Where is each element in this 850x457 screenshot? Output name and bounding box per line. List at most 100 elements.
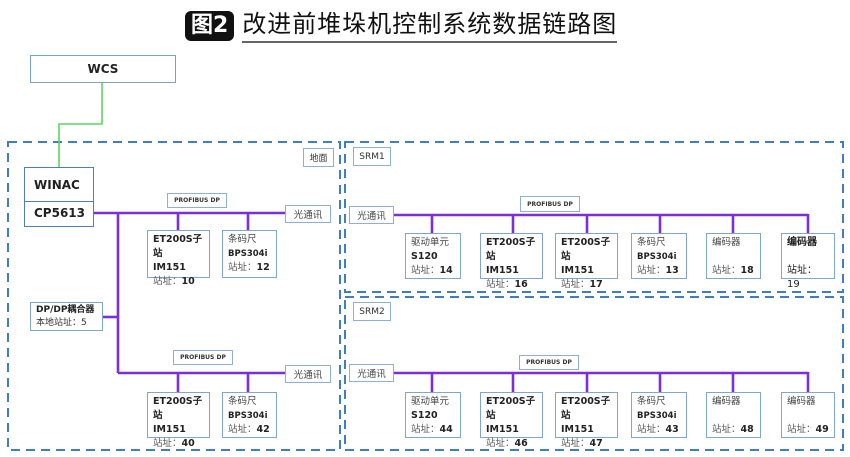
address-value: 10	[181, 276, 195, 287]
node-model: BPS304i	[637, 411, 677, 421]
node-model	[712, 409, 755, 423]
wcs-box: WCS	[30, 55, 176, 83]
fiber-label-text: 光通讯	[293, 370, 323, 381]
node-address: 站址：18	[712, 264, 755, 278]
node-address: 站址：17	[561, 278, 612, 292]
ground-area-label-text: 地面	[309, 154, 328, 164]
node-name: 驱动单元	[411, 396, 450, 407]
figure-number-badge: 图2	[185, 11, 235, 41]
fiber-label-text: 光通讯	[357, 369, 386, 380]
address-label: 站址：	[411, 265, 440, 276]
srm1-area-label-text: SRM1	[359, 151, 385, 162]
node-address: 站址：48	[712, 423, 755, 437]
node-address: 站址：43	[637, 423, 681, 437]
protocol-label-text: PROFIBUS DP	[527, 200, 573, 208]
address-label: 站址：	[486, 279, 515, 290]
node-name: 条码尺	[637, 396, 666, 407]
node-address: 站址：49	[787, 423, 829, 437]
address-value: 40	[181, 438, 195, 449]
address-value: 19	[787, 279, 800, 290]
srm2-node: 编码器 站址：48	[706, 392, 761, 438]
srm2-node: ET200S子站 IM151 站址：47	[555, 392, 618, 449]
address-value: 46	[514, 438, 528, 449]
node-address: 站址： 19	[787, 264, 829, 292]
address-label: 站址：	[228, 262, 257, 273]
address-value: 43	[665, 424, 679, 435]
address-value: 18	[740, 265, 754, 276]
srm1-node: 驱动单元 S120 站址：14	[405, 233, 461, 279]
node-name: 编码器	[787, 237, 817, 248]
node-model	[712, 250, 755, 264]
figure-title: 图2 改进前堆垛机控制系统数据链路图	[185, 8, 618, 44]
node-name: 条码尺	[228, 396, 257, 407]
address-value: 13	[665, 265, 679, 276]
ground-bus1-protocol-label: PROFIBUS DP	[167, 193, 227, 208]
srm2-node: ET200S子站 IM151 站址：46	[480, 392, 543, 449]
ground-bus1-node: ET200S子站 IM151 站址：10	[147, 230, 210, 287]
srm1-region-border	[344, 141, 844, 293]
srm2-fiber-box: 光通讯	[349, 364, 394, 382]
srm2-area-label: SRM2	[353, 302, 391, 321]
address-label: 站址：	[637, 424, 666, 435]
ground-bus1-fiber-box: 光通讯	[285, 205, 331, 223]
coupler-address: 本地站址：5	[36, 318, 87, 328]
address-value: 49	[815, 424, 829, 435]
winac-label: WINAC	[25, 168, 93, 202]
srm1-node: ET200S子站 IM151 站址：16	[480, 233, 543, 290]
srm1-area-label: SRM1	[353, 147, 391, 166]
protocol-label-text: PROFIBUS DP	[526, 359, 572, 366]
node-model: IM151	[153, 424, 186, 435]
dp-dp-coupler-box: DP/DP耦合器 本地站址：5	[30, 302, 103, 331]
address-label: 站址：	[486, 438, 515, 449]
ethernet-link	[58, 82, 103, 168]
node-name: 驱动单元	[411, 237, 450, 248]
ground-bus1-node: 条码尺 BPS304i 站址：12	[222, 230, 277, 278]
node-name: ET200S子站	[153, 396, 203, 421]
srm2-protocol-label: PROFIBUS DP	[519, 355, 579, 370]
figure-title-text: 改进前堆垛机控制系统数据链路图	[242, 9, 618, 43]
address-value: 17	[589, 279, 603, 290]
fiber-label-text: 光通讯	[293, 210, 323, 221]
node-address: 站址：46	[486, 437, 537, 451]
address-label: 站址：	[561, 438, 590, 449]
ground-area-label: 地面	[303, 148, 334, 167]
node-name: 编码器	[712, 396, 741, 407]
srm1-protocol-label: PROFIBUS DP	[520, 196, 580, 212]
node-model: S120	[411, 251, 438, 262]
srm2-region-border	[344, 296, 844, 451]
node-model: IM151	[561, 424, 594, 435]
srm2-area-label-text: SRM2	[359, 306, 385, 317]
ground-bus2-fiber-box: 光通讯	[285, 365, 331, 383]
address-value: 12	[256, 262, 270, 273]
address-value: 16	[514, 279, 528, 290]
node-name: 编码器	[787, 396, 816, 407]
node-name: ET200S子站	[153, 234, 203, 259]
node-model: BPS304i	[228, 249, 268, 259]
srm1-node: 编码器 站址：18	[706, 233, 761, 279]
winac-cp5613-box: WINAC CP5613	[24, 167, 94, 227]
ground-region-border	[7, 141, 341, 451]
node-model: IM151	[561, 265, 594, 276]
address-label: 站址：	[787, 265, 817, 276]
node-model: BPS304i	[637, 252, 677, 262]
address-label: 站址：	[153, 276, 182, 287]
node-address: 站址：47	[561, 437, 612, 451]
address-label: 站址：	[153, 438, 182, 449]
srm1-node: 条码尺 BPS304i 站址：13	[631, 233, 687, 279]
node-name: 条码尺	[228, 234, 257, 245]
node-model	[787, 250, 829, 264]
srm2-node: 编码器 站址：49	[781, 392, 835, 438]
address-value: 44	[439, 424, 453, 435]
address-value: 47	[589, 438, 603, 449]
node-model: IM151	[486, 424, 519, 435]
srm2-node: 条码尺 BPS304i 站址：43	[631, 392, 687, 438]
fiber-label-text: 光通讯	[357, 211, 386, 222]
address-label: 站址：	[228, 424, 257, 435]
node-address: 站址：13	[637, 264, 681, 278]
node-model	[787, 409, 829, 423]
address-value: 42	[256, 424, 270, 435]
node-model: IM151	[153, 262, 186, 273]
srm1-node: 编码器 站址： 19	[781, 233, 835, 290]
ground-bus2-node: ET200S子站 IM151 站址：40	[147, 392, 210, 449]
